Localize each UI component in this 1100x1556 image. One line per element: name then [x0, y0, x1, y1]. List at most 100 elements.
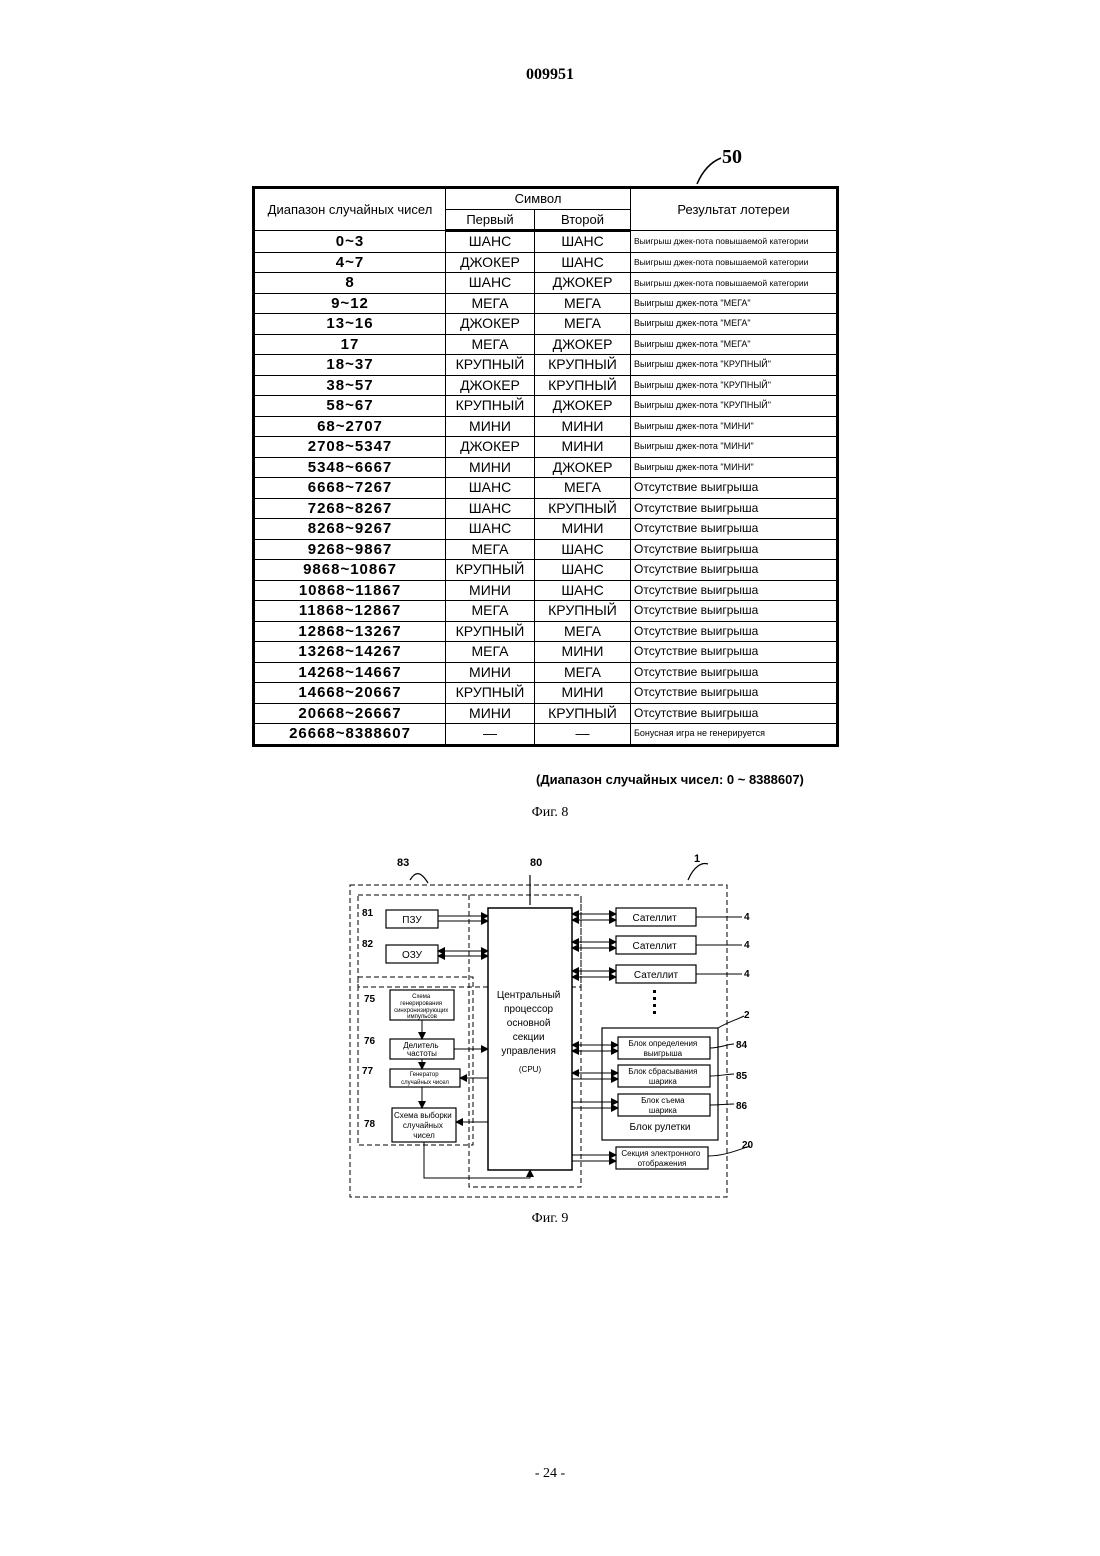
pulse-generator-line-2: генерирования: [400, 1001, 442, 1007]
first-symbol-cell: ДЖОКЕР: [446, 375, 535, 396]
result-cell: Выигрыш джек-пота "МИНИ": [631, 457, 838, 478]
first-symbol-cell: КРУПНЫЙ: [446, 396, 535, 417]
second-symbol-cell: КРУПНЫЙ: [535, 498, 631, 519]
second-symbol-cell: МИНИ: [535, 519, 631, 540]
range-cell: 12868~13267: [254, 621, 446, 642]
figure-8-caption: Фиг. 8: [0, 805, 1100, 821]
second-symbol-cell: ШАНС: [535, 539, 631, 560]
cpu-label-line-3: основной: [507, 1018, 551, 1029]
second-symbol-cell: МИНИ: [535, 437, 631, 458]
win-detection-line-1: Блок определения: [628, 1039, 697, 1048]
first-symbol-cell: КРУПНЫЙ: [446, 683, 535, 704]
ref-4-b: 4: [744, 940, 750, 951]
page-number: - 24 -: [0, 1466, 1100, 1482]
ref-86: 86: [736, 1101, 748, 1112]
result-cell: Отсутствие выигрыша: [631, 580, 838, 601]
first-symbol-cell: МЕГА: [446, 334, 535, 355]
pulse-generator-line-4: импульсов: [407, 1014, 437, 1020]
result-cell: Отсутствие выигрыша: [631, 621, 838, 642]
satellite-label-3: Сателлит: [634, 970, 679, 981]
first-symbol-cell: МИНИ: [446, 580, 535, 601]
range-cell: 9268~9867: [254, 539, 446, 560]
range-cell: 11868~12867: [254, 601, 446, 622]
range-cell: 4~7: [254, 252, 446, 273]
result-cell: Выигрыш джек-пота повышаемой категории: [631, 252, 838, 273]
range-cell: 18~37: [254, 355, 446, 376]
first-symbol-cell: МЕГА: [446, 601, 535, 622]
second-symbol-cell: МИНИ: [535, 416, 631, 437]
cpu-label-line-6: (CPU): [519, 1065, 542, 1074]
result-cell: Выигрыш джек-пота "КРУПНЫЙ": [631, 355, 838, 376]
result-cell: Отсутствие выигрыша: [631, 683, 838, 704]
second-symbol-cell: ДЖОКЕР: [535, 273, 631, 294]
ball-drop-line-2: шарика: [649, 1077, 677, 1086]
result-cell: Выигрыш джек-пота "МЕГА": [631, 293, 838, 314]
header-symbol: Символ: [446, 188, 631, 210]
first-symbol-cell: ШАНС: [446, 273, 535, 294]
result-cell: Выигрыш джек-пота "МЕГА": [631, 314, 838, 335]
table-row: 17МЕГАДЖОКЕРВыигрыш джек-пота "МЕГА": [254, 334, 838, 355]
table-row: 10868~11867МИНИШАНСОтсутствие выигрыша: [254, 580, 838, 601]
range-cell: 14268~14667: [254, 662, 446, 683]
ref-80: 80: [530, 857, 542, 869]
range-cell: 8: [254, 273, 446, 294]
first-symbol-cell: ДЖОКЕР: [446, 252, 535, 273]
second-symbol-cell: КРУПНЫЙ: [535, 601, 631, 622]
cpu-label-line-5: управления: [501, 1046, 556, 1057]
table-row: 9268~9867МЕГАШАНСОтсутствие выигрыша: [254, 539, 838, 560]
figure-9-caption: Фиг. 9: [0, 1211, 1100, 1227]
frequency-divider-line-2: частоты: [407, 1049, 437, 1058]
table-row: 18~37КРУПНЫЙКРУПНЫЙВыигрыш джек-пота "КР…: [254, 355, 838, 376]
result-cell: Отсутствие выигрыша: [631, 519, 838, 540]
first-symbol-cell: КРУПНЫЙ: [446, 355, 535, 376]
sampling-line-2: случайных: [403, 1121, 443, 1130]
range-cell: 68~2707: [254, 416, 446, 437]
ram-label: ОЗУ: [402, 950, 423, 961]
ref-75: 75: [364, 994, 376, 1005]
result-cell: Отсутствие выигрыша: [631, 539, 838, 560]
ball-pickup-line-1: Блок съема: [641, 1096, 685, 1105]
cpu-label-line-4: секции: [513, 1032, 545, 1043]
document-number: 009951: [0, 66, 1100, 84]
second-symbol-cell: МИНИ: [535, 642, 631, 663]
table-row: 2708~5347ДЖОКЕРМИНИВыигрыш джек-пота "МИ…: [254, 437, 838, 458]
result-cell: Отсутствие выигрыша: [631, 478, 838, 499]
first-symbol-cell: ШАНС: [446, 519, 535, 540]
sampling-line-3: чисел: [413, 1131, 435, 1140]
second-symbol-cell: МЕГА: [535, 621, 631, 642]
cpu-label-line-2: процессор: [504, 1004, 553, 1015]
lottery-table-container: Диапазон случайных чисел Символ Результа…: [252, 186, 836, 747]
table-row: 58~67КРУПНЫЙДЖОКЕРВыигрыш джек-пота "КРУ…: [254, 396, 838, 417]
result-cell: Выигрыш джек-пота "МИНИ": [631, 416, 838, 437]
first-symbol-cell: ШАНС: [446, 231, 535, 253]
range-cell: 5348~6667: [254, 457, 446, 478]
satellite-label-1: Сателлит: [633, 913, 678, 924]
range-cell: 13~16: [254, 314, 446, 335]
svg-text:Сателлит Сателлит Сате: Сателлит Сателлит Сателлит: [633, 913, 680, 981]
range-cell: 20668~26667: [254, 703, 446, 724]
rom-label: ПЗУ: [402, 915, 422, 926]
ball-pickup-line-2: шарика: [649, 1106, 677, 1115]
second-symbol-cell: —: [535, 724, 631, 746]
ref-4-c: 4: [744, 969, 750, 980]
table-row: 8268~9267ШАНСМИНИОтсутствие выигрыша: [254, 519, 838, 540]
table-row: 6668~7267ШАНСМЕГАОтсутствие выигрыша: [254, 478, 838, 499]
range-cell: 8268~9267: [254, 519, 446, 540]
range-cell: 10868~11867: [254, 580, 446, 601]
first-symbol-cell: МЕГА: [446, 539, 535, 560]
result-cell: Выигрыш джек-пота повышаемой категории: [631, 231, 838, 253]
range-cell: 9868~10867: [254, 560, 446, 581]
figure-9-block-diagram: 83 80 1 Центральный процессор основной с…: [340, 850, 760, 1205]
ref-78: 78: [364, 1119, 376, 1130]
result-cell: Выигрыш джек-пота "МЕГА": [631, 334, 838, 355]
second-symbol-cell: МЕГА: [535, 293, 631, 314]
second-symbol-cell: ДЖОКЕР: [535, 334, 631, 355]
pulse-generator-line-1: Схема: [412, 994, 431, 1000]
range-cell: 9~12: [254, 293, 446, 314]
second-symbol-cell: КРУПНЫЙ: [535, 703, 631, 724]
table-row: 11868~12867МЕГАКРУПНЫЙОтсутствие выигрыш…: [254, 601, 838, 622]
range-cell: 13268~14267: [254, 642, 446, 663]
first-symbol-cell: МИНИ: [446, 457, 535, 478]
table-row: 20668~26667МИНИКРУПНЫЙОтсутствие выигрыш…: [254, 703, 838, 724]
result-cell: Отсутствие выигрыша: [631, 498, 838, 519]
